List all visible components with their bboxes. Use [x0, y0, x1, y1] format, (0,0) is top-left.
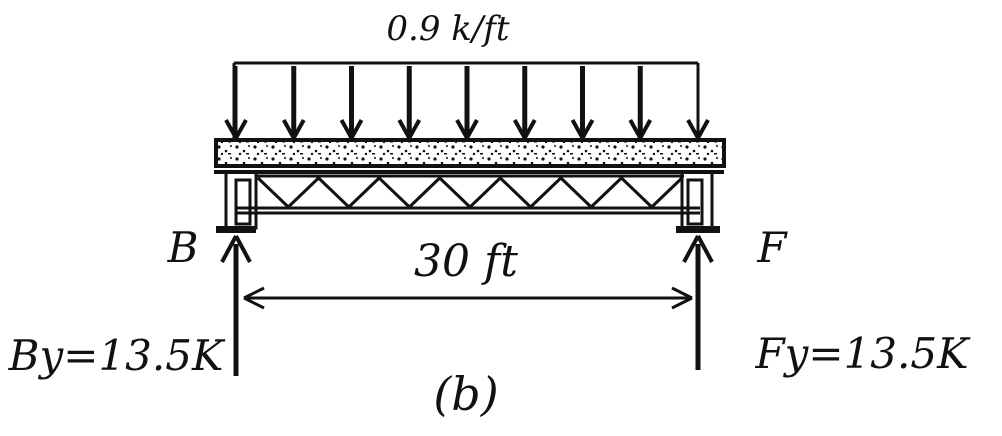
truss-web: [256, 175, 684, 210]
left-post-inner: [234, 178, 252, 226]
truss: [236, 174, 700, 215]
load-arrow-head: [282, 119, 306, 139]
figure-label: (b): [433, 367, 498, 421]
load-arrow: [282, 66, 306, 139]
load-arrow: [339, 66, 364, 139]
load-arrow-head: [224, 119, 248, 139]
left-reaction-arrow: [220, 235, 252, 376]
left-end-post: [224, 170, 258, 230]
load-arrow: [628, 66, 652, 139]
distributed-load-label: 0.9 k/ft: [386, 9, 510, 49]
right-bearing-plate: [676, 226, 720, 233]
load-arrow: [686, 66, 710, 139]
left-bearing-plate: [216, 226, 256, 233]
span-dimension: [243, 286, 693, 310]
load-arrow-head: [686, 119, 710, 139]
load-arrow: [224, 66, 248, 139]
reaction-by-label: By=13.5K: [8, 331, 226, 380]
span-label: 30 ft: [414, 236, 518, 287]
right-reaction-head: [682, 235, 714, 263]
concrete-deck: [214, 138, 726, 168]
truss-diagonals: [256, 175, 684, 210]
load-arrow-head: [455, 119, 479, 139]
right-reaction-arrow: [682, 235, 714, 370]
dimension-left-arrowhead: [243, 286, 265, 310]
support-f-label: F: [756, 223, 788, 272]
right-end-post: [680, 170, 714, 230]
support-b-label: B: [167, 223, 199, 272]
load-arrow-head: [513, 119, 537, 139]
right-post-inner: [686, 178, 704, 226]
load-arrow: [570, 66, 595, 139]
load-arrow-head: [628, 119, 652, 139]
load-arrow-head: [570, 119, 595, 139]
load-arrow-head: [339, 119, 364, 139]
reaction-fy-label: Fy=13.5K: [755, 329, 972, 378]
load-arrow: [397, 66, 421, 139]
load-arrow: [455, 66, 479, 139]
load-arrow-head: [397, 119, 421, 139]
load-arrow: [513, 66, 537, 139]
dimension-right-arrowhead: [671, 286, 693, 310]
left-reaction-head: [220, 235, 252, 263]
load-arrows: [224, 66, 710, 139]
